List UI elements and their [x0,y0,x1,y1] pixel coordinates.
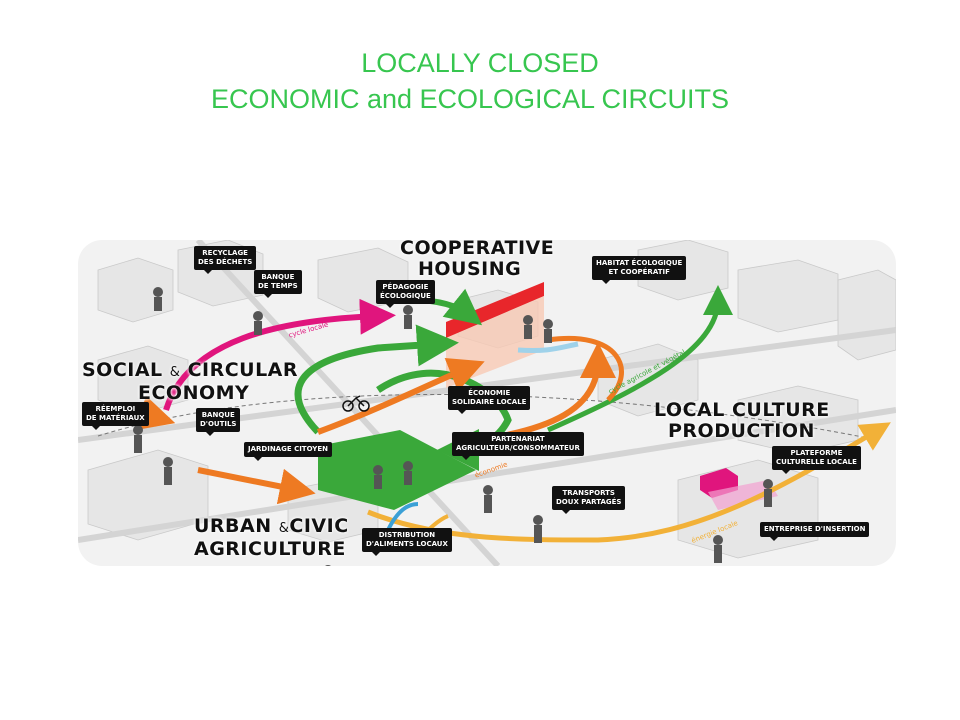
orange-flow-loop [547,336,624,402]
slide-title-line-2: ECONOMIC and ECOLOGICAL CIRCUITS [210,84,730,114]
tag-habitat: HABITAT ÉCOLOGIQUE ET COOPÉRATIF [592,256,687,284]
circuits-diagram: COOPERATIVE HOUSING SOCIAL & CIRCULAR EC… [78,240,896,566]
tag-banque-outils: BANQUE D'OUTILS [196,408,241,436]
tag-partenariat: PARTENARIAT AGRICULTEUR/CONSOMMATEUR [452,432,584,460]
tag-economie: ÉCONOMIE SOLIDAIRE LOCALE [448,386,531,414]
label-cooperative-housing: COOPERATIVE HOUSING [400,240,555,280]
tag-plateforme: PLATEFORME CULTURELLE LOCALE [772,446,861,474]
magenta-flow [163,298,396,411]
tag-recyclage: RECYCLAGE DES DÉCHETS [194,246,257,274]
culture-block-shadow [708,480,778,510]
tag-reemploi: RÉEMPLOI DE MATÉRIAUX [82,402,149,430]
tag-distribution: DISTRIBUTION D'ALIMENTS LOCAUX [362,528,452,556]
slide-title-line-1: LOCALLY CLOSED [361,48,599,78]
label-social-circular-economy: SOCIAL & CIRCULAR ECONOMY [82,359,299,404]
label-local-culture-production: LOCAL CULTURE PRODUCTION [654,399,830,442]
green-flow-left [294,324,459,435]
label-urban-civic-agriculture: URBAN &CIVIC AGRICULTURE [194,515,349,560]
tag-pedagogie: PÉDAGOGIE ÉCOLOGIQUE [376,280,435,308]
orange-flow-main [316,357,485,435]
tag-entreprise: ENTREPRISE D'INSERTION [760,522,870,541]
tag-transports: TRANSPORTS DOUX PARTAGÉS [552,486,626,514]
diagram-illustration [78,240,896,566]
agriculture-plot [318,430,476,510]
bike-icon [342,395,370,412]
tag-banque-temps: BANQUE DE TEMPS [254,270,302,298]
dashed-circuit [97,393,879,441]
tag-jardinage: JARDINAGE CITOYEN [244,442,332,461]
blue-flow-housing [517,341,579,353]
orange-flow-middle [197,467,316,505]
green-flow-right [546,285,733,433]
blue-flow [386,502,419,531]
people-figures [133,287,773,566]
